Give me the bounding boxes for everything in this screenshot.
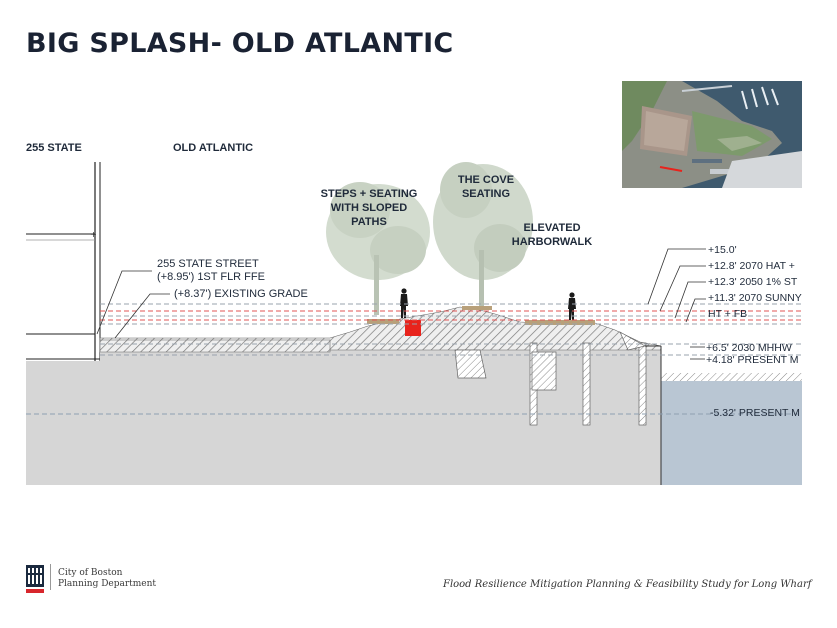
label-steps-seating: STEPS + SEATING WITH SLOPED PATHS	[320, 188, 418, 228]
person-figure-right	[568, 292, 576, 320]
elev-12-3: +12.3' 2050 1% ST	[708, 276, 798, 288]
red-marker	[405, 320, 421, 336]
elev-ht-fb: HT + FB	[708, 308, 748, 320]
building-255-state: +	[26, 162, 101, 362]
elev-15: +15.0'	[708, 244, 737, 256]
label-255-state: 255 STATE	[26, 142, 82, 154]
harborwalk-deck	[525, 320, 595, 325]
logo-divider	[50, 564, 51, 590]
logo-line-2: Planning Department	[58, 579, 157, 589]
footer-study-title: Flood Resilience Mitigation Planning & F…	[443, 579, 812, 590]
elev-12-8: +12.8' 2070 HAT +	[708, 260, 795, 272]
harbor-water	[661, 373, 802, 485]
elev-11-3: +11.3' 2070 SUNNY	[708, 292, 802, 304]
logo-line-1: City of Boston	[58, 568, 123, 578]
page-title: BIG SPLASH- OLD ATLANTIC	[26, 28, 454, 59]
elev-6-5: +6.5' 2030 MHHW	[706, 342, 792, 354]
label-255-state-street: 255 STATE STREET (+8.95') 1ST FLR FFE	[157, 258, 265, 283]
elevation-labels: +15.0' +12.8' 2070 HAT + +12.3' 2050 1% …	[706, 242, 802, 422]
person-figure-left	[400, 288, 408, 318]
elev-4-18: +4.18' PRESENT M	[706, 354, 799, 366]
label-elevated-harborwalk: ELEVATED HARBORWALK	[511, 222, 593, 248]
elevation-lines	[26, 303, 802, 415]
tree-center	[433, 162, 533, 310]
city-hall-icon	[26, 565, 44, 593]
label-old-atlantic: OLD ATLANTIC	[173, 142, 254, 154]
steps-deck	[367, 319, 399, 324]
aerial-inset-map	[622, 81, 802, 188]
label-the-cove: THE COVE SEATING	[457, 174, 515, 200]
svg-text:+: +	[90, 230, 97, 239]
piles	[454, 331, 647, 426]
tree-left	[326, 182, 430, 315]
elev-minus-5-32: -5.32' PRESENT M	[710, 407, 800, 419]
label-existing-grade: (+8.37') EXISTING GRADE	[174, 288, 308, 300]
leader-lines	[96, 248, 706, 360]
